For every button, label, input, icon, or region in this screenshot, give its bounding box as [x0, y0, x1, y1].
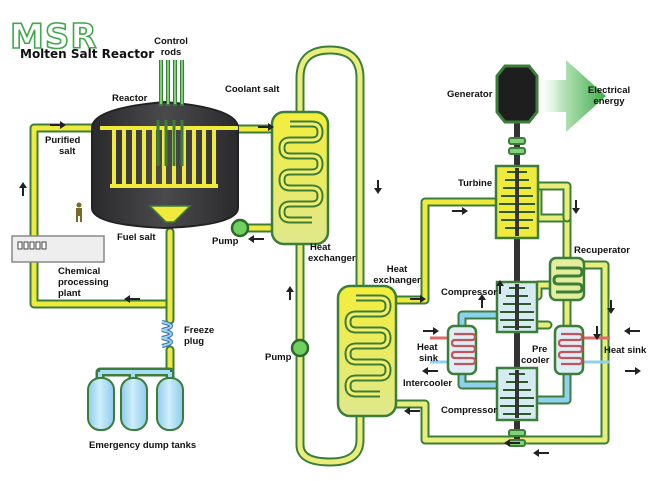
coolant-salt-loop	[295, 45, 365, 467]
label-reactor: Reactor	[112, 93, 148, 104]
intercooler	[446, 324, 478, 376]
label-freeze-plug-2: plug	[184, 336, 204, 347]
label-chemical-1: Chemical	[58, 266, 100, 277]
label-chemical-2: processing	[58, 277, 109, 288]
compressor-bottom	[495, 366, 539, 422]
label-heat-exchanger-primary-2: exchanger	[308, 253, 356, 264]
label-coolant-salt: Coolant salt	[225, 84, 280, 95]
label-purified-salt-1: Purified	[45, 135, 81, 146]
label-electrical-energy-2: energy	[593, 96, 625, 107]
electrical-energy-arrow	[536, 60, 606, 132]
label-heat-exchanger-primary-1: Heat	[310, 242, 331, 253]
logo-abbreviation: MSR	[10, 17, 98, 57]
label-heat-sink-left-1: Heat	[417, 342, 438, 353]
label-control-rods-1: Control	[154, 36, 188, 47]
reactor-vessel	[91, 100, 239, 230]
msr-logo: MSR Molten Salt Reactor	[9, 16, 154, 61]
pre-cooler	[553, 324, 585, 376]
logo-title: Molten Salt Reactor	[20, 47, 154, 61]
secondary-heat-exchanger	[336, 284, 398, 418]
label-turbine: Turbine	[458, 178, 492, 189]
label-pump-secondary: Pump	[265, 352, 292, 363]
label-compressor-bottom: Compressor	[441, 405, 497, 416]
label-fuel-salt: Fuel salt	[117, 232, 156, 243]
label-heat-sink-left-2: sink	[419, 353, 439, 364]
label-purified-salt-2: salt	[59, 146, 76, 157]
label-heat-exchanger-secondary-1: Heat	[387, 264, 408, 275]
turbine	[494, 164, 540, 240]
label-pre-cooler-2: cooler	[521, 355, 550, 366]
secondary-pump	[290, 338, 310, 358]
label-intercooler: Intercooler	[403, 378, 452, 389]
control-rods	[159, 60, 184, 106]
label-pump-primary: Pump	[212, 236, 239, 247]
recuperator	[548, 256, 586, 302]
emergency-dump-tanks	[87, 367, 184, 431]
label-compressor-top: Compressor	[441, 287, 497, 298]
label-pre-cooler-1: Pre	[532, 344, 547, 355]
freeze-plug	[161, 320, 173, 348]
compressor-top	[495, 280, 539, 334]
label-emergency-dump-tanks: Emergency dump tanks	[89, 440, 196, 451]
label-chemical-3: plant	[58, 288, 82, 299]
label-generator: Generator	[447, 89, 493, 100]
chemical-processing-plant	[11, 235, 105, 263]
person-figure	[76, 202, 82, 222]
label-control-rods-2: rods	[161, 47, 182, 58]
label-recuperator: Recuperator	[574, 245, 630, 256]
label-electrical-energy-1: Electrical	[588, 85, 630, 96]
primary-pump	[230, 218, 250, 238]
flow-arrows	[19, 121, 641, 457]
generator	[495, 64, 539, 124]
label-heat-sink-right: Heat sink	[604, 345, 647, 356]
primary-heat-exchanger	[270, 110, 330, 246]
label-heat-exchanger-secondary-2: exchanger	[373, 275, 421, 286]
label-freeze-plug-1: Freeze	[184, 325, 214, 336]
